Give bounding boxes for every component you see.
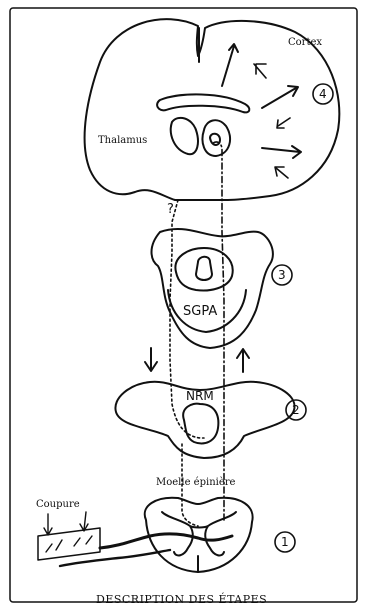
step-4-label: 4: [319, 88, 327, 100]
nrm-nucleus: [183, 404, 218, 444]
step-2-label: 2: [292, 404, 300, 416]
aqueduct: [196, 257, 212, 280]
thalamus-left: [171, 118, 198, 154]
corpus-callosum: [157, 94, 249, 112]
cortex-label: Cortex: [288, 38, 322, 48]
arrow-descending: [145, 348, 157, 371]
thalamus-right: [203, 120, 231, 156]
cortex-arrow-right-top: [262, 86, 298, 108]
cortex-arrow-left: [277, 118, 290, 128]
coupure-arrow-right: [80, 512, 88, 531]
step-3-label: 3: [278, 269, 286, 281]
coupure-label: Coupure: [36, 500, 80, 510]
moelle-label: Moelle épinière: [156, 478, 235, 488]
thalamus-label: Thalamus: [98, 136, 147, 146]
cortex-arrow-small: [275, 167, 288, 178]
arrow-ascending: [237, 349, 249, 372]
cortex-arrow-right-bottom: [262, 146, 301, 158]
cortex-arrow-down: [254, 64, 266, 78]
nerve-fibers: [46, 536, 92, 552]
afferent-fiber-lower: [60, 550, 170, 566]
cortex-arrow-up: [222, 44, 238, 86]
nrm-label: NRM: [186, 390, 214, 402]
step-1-label: 1: [281, 536, 289, 548]
coupure-arrow-left: [44, 514, 52, 535]
afferent-fiber: [100, 534, 232, 548]
question-mark: ?: [167, 203, 174, 216]
sgpa-label: SGPA: [183, 305, 217, 318]
caption: DESCRIPTION DES ÉTAPES: [96, 594, 267, 605]
